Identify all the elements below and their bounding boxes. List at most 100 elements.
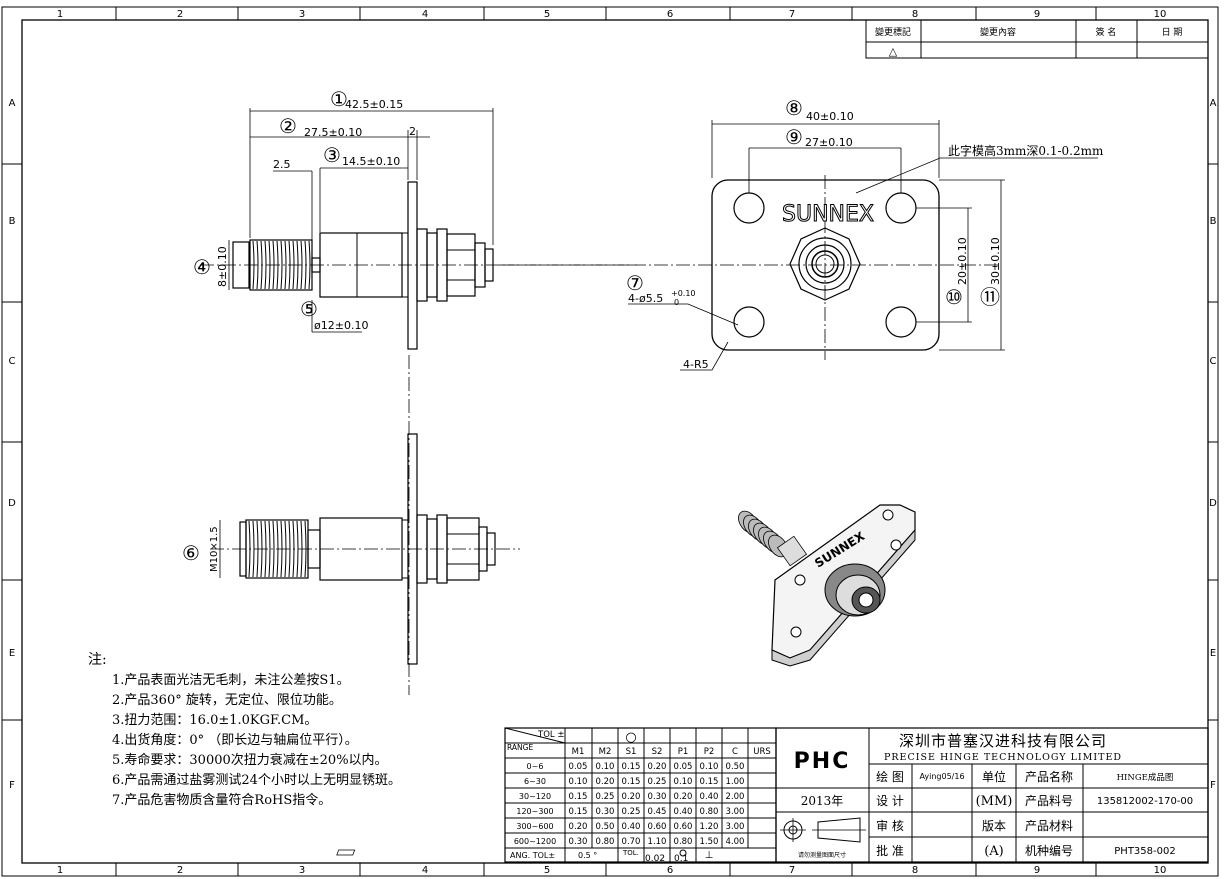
table-cell: 1.00 xyxy=(726,777,745,787)
model-value: PHT358-002 xyxy=(1114,846,1175,857)
col-label: 4 xyxy=(422,865,428,876)
dim-callout-number: ⑩ xyxy=(945,285,963,309)
table-cell: 0.80 xyxy=(596,837,615,847)
dim-value: 4-ø5.5 xyxy=(628,292,663,305)
note-item: 1.产品表面光洁无毛刺，未注公差按S1。 xyxy=(112,673,350,688)
revision-header: 日 期 xyxy=(1162,27,1183,38)
front-view: SUNNEX ⑧ 40±0.10 ⑨ 27±0.10 ⑩ 20±0.10 ⑪ 3… xyxy=(500,96,1104,371)
company-name-cn: 深圳市普塞汉进科技有限公司 xyxy=(899,732,1107,750)
thread-ridge xyxy=(268,240,271,290)
company-logo: PHC xyxy=(794,749,851,774)
unit-value: (MM) xyxy=(976,794,1013,809)
table-cell: 0.60 xyxy=(674,822,693,832)
thread-ridge xyxy=(300,240,303,290)
thread-ridge xyxy=(288,520,291,578)
row-label: B xyxy=(9,216,16,227)
col-label: 4 xyxy=(422,9,428,20)
roundness-value: 0.1 xyxy=(674,854,688,864)
col-label: 8 xyxy=(912,9,918,20)
dim-callout-number: ⑥ xyxy=(182,541,200,565)
table-header: M2 xyxy=(599,747,612,757)
row-label: D xyxy=(8,498,16,509)
table-cell: 0.15 xyxy=(569,792,588,802)
table-range-cell: 6~30 xyxy=(524,777,546,786)
unit-label: 单位 xyxy=(982,769,1006,784)
dim-value: ø12±0.10 xyxy=(314,319,368,332)
perpendicularity-symbol: ⊥ xyxy=(705,850,714,861)
dim-callout-number: ⑪ xyxy=(980,285,1000,309)
version-value: (A) xyxy=(984,844,1004,859)
table-header: S1 xyxy=(626,747,637,757)
row-label: F xyxy=(9,780,15,791)
table-header: URS xyxy=(753,747,771,757)
table-cell: 1.20 xyxy=(700,822,719,832)
dim-value: 27±0.10 xyxy=(805,136,853,149)
col-label: 3 xyxy=(299,9,305,20)
dim-tol-upper: +0.10 xyxy=(671,289,696,298)
dim-callout-number: ⑤ xyxy=(300,297,318,321)
table-cell: 0.30 xyxy=(648,792,667,802)
dim-value: 42.5±0.15 xyxy=(345,98,403,111)
note-item: 3.扭力范围：16.0±1.0KGF.CM。 xyxy=(112,713,318,728)
table-cell: 0.25 xyxy=(596,792,615,802)
row-label: A xyxy=(9,98,16,109)
thread-ridge xyxy=(288,240,291,290)
table-corner-top: TOL ± xyxy=(537,730,564,740)
col-label: 8 xyxy=(912,865,918,876)
notes-section: 注: 1.产品表面光洁无毛刺，未注公差按S1。 2.产品360° 旋转，无定位、… xyxy=(88,650,401,811)
product-name-value: HINGE成品图 xyxy=(1117,772,1174,783)
col-label: 7 xyxy=(789,865,795,876)
material-label: 产品材料 xyxy=(1025,819,1073,833)
row-label: E xyxy=(9,648,15,659)
table-range-cell: 300~600 xyxy=(516,822,553,831)
table-header: P2 xyxy=(704,747,715,757)
drawing-year: 2013年 xyxy=(801,794,844,808)
drawn-label: 绘 图 xyxy=(876,769,904,784)
table-cell: 0.20 xyxy=(569,822,588,832)
drawn-value: Aying05/16 xyxy=(919,772,964,781)
dim-callout-number: ② xyxy=(279,114,297,138)
table-header: S2 xyxy=(652,747,663,757)
column-labels-bottom: 1 2 3 4 5 6 7 8 9 10 xyxy=(57,865,1167,876)
row-label: E xyxy=(1210,648,1216,659)
note-item: 4.出货角度：0° （即长边与轴扁位平行）。 xyxy=(112,733,358,748)
sheet-frame xyxy=(1,6,1219,877)
table-cell: 0.10 xyxy=(700,762,719,772)
table-cell: 0.30 xyxy=(596,807,615,817)
thread-ridge xyxy=(304,240,307,290)
table-cell: 0.15 xyxy=(700,777,719,787)
table-cell: 0.80 xyxy=(674,837,693,847)
table-cell: 0.10 xyxy=(569,777,588,787)
brand-engraving: SUNNEX xyxy=(782,202,874,227)
table-range-cell: 600~1200 xyxy=(514,837,556,846)
dim-value: 30±0.10 xyxy=(989,237,1002,285)
col-label: 9 xyxy=(1034,865,1040,876)
col-label: 5 xyxy=(544,9,550,20)
isometric-view: SUNNEX xyxy=(738,504,916,667)
thread-ridge xyxy=(284,240,287,290)
thread-ridge xyxy=(260,520,263,578)
dim-callout-number: ④ xyxy=(193,255,211,279)
thread-ridge xyxy=(296,520,299,578)
table-cell: 0.05 xyxy=(674,762,693,772)
col-label: 6 xyxy=(667,9,673,20)
row-labels-right: A B C D E F xyxy=(1209,98,1217,791)
thread-ridge xyxy=(280,240,283,290)
table-cell: 0.40 xyxy=(674,807,693,817)
dim-value: M10×1.5 xyxy=(209,526,220,572)
table-cell: 0.25 xyxy=(648,777,667,787)
thread-ridge xyxy=(252,520,255,578)
col-label: 2 xyxy=(177,865,183,876)
row-label: C xyxy=(1210,356,1217,367)
col-label: 1 xyxy=(57,865,63,876)
dim-value: 2.5 xyxy=(273,158,291,171)
dim-value: 40±0.10 xyxy=(806,110,854,123)
dim-value: 8±0.10 xyxy=(216,246,229,287)
thread-ridge xyxy=(300,520,303,578)
table-cell: 3.00 xyxy=(726,822,745,832)
iso-neck xyxy=(776,535,808,567)
row-label: D xyxy=(1209,498,1217,509)
table-cell: 0.45 xyxy=(648,807,667,817)
title-block: PHC 2013年 深圳市普塞汉进科技有限公司 PRECISE HINGE TE… xyxy=(775,727,1209,863)
